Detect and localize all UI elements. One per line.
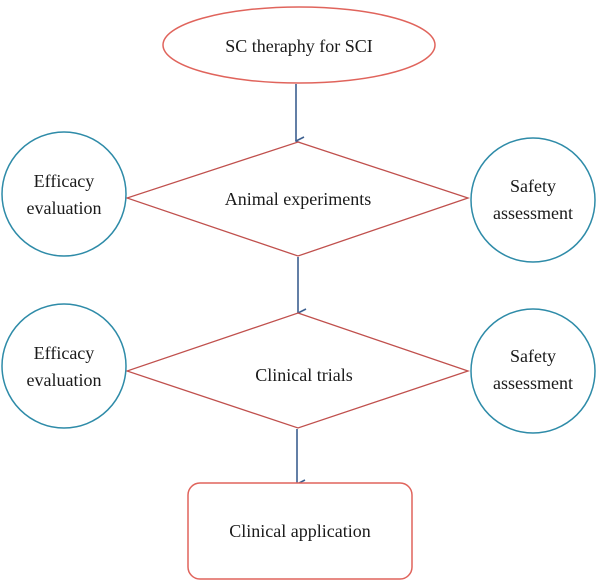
animal-safety-line2: assessment xyxy=(493,203,573,223)
animal-safety-line1: Safety xyxy=(510,176,556,196)
clinical-label: Clinical trials xyxy=(255,365,352,385)
start-ellipse xyxy=(162,6,436,84)
clinical-efficacy-circle xyxy=(1,303,127,429)
clinical-efficacy-line1: Efficacy xyxy=(34,343,95,363)
clinical-efficacy-node: Efficacy evaluation xyxy=(1,303,127,429)
animal-diamond xyxy=(124,141,471,257)
clinical-trials-node: Clinical trials xyxy=(124,312,471,429)
animal-safety-circle xyxy=(470,137,596,263)
clinical-safety-circle xyxy=(470,308,596,434)
animal-efficacy-circle xyxy=(1,131,127,257)
animal-efficacy-line2: evaluation xyxy=(27,198,102,218)
clinical-efficacy-line2: evaluation xyxy=(27,370,102,390)
animal-experiments-node: Animal experiments xyxy=(124,141,471,257)
animal-efficacy-line1: Efficacy xyxy=(34,171,95,191)
animal-label: Animal experiments xyxy=(225,189,371,209)
clinical-safety-line1: Safety xyxy=(510,346,556,366)
animal-safety-node: Safety assessment xyxy=(470,137,596,263)
animal-efficacy-node: Efficacy evaluation xyxy=(1,131,127,257)
start-label: SC theraphy for SCI xyxy=(225,36,373,56)
application-box xyxy=(187,482,413,580)
clinical-safety-line2: assessment xyxy=(493,373,573,393)
start-node: SC theraphy for SCI xyxy=(162,6,436,84)
clinical-diamond xyxy=(124,312,471,429)
clinical-safety-node: Safety assessment xyxy=(470,308,596,434)
clinical-application-node: Clinical application xyxy=(187,482,413,580)
application-label: Clinical application xyxy=(229,521,370,541)
